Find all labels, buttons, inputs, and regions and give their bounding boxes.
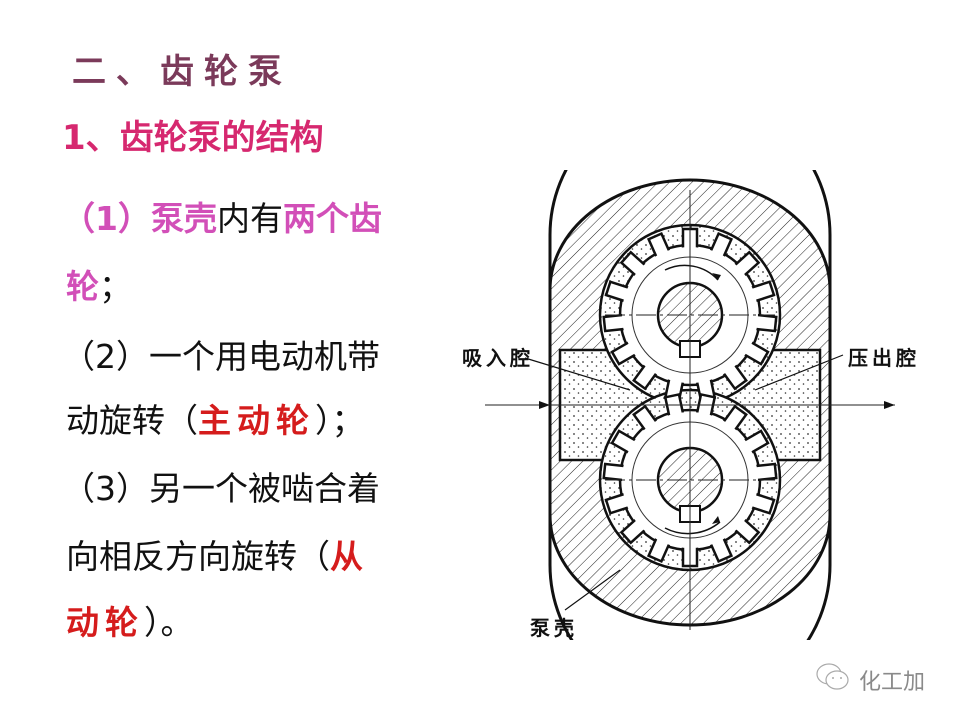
watermark-text: 化工加	[859, 670, 926, 695]
label-inlet-chamber: 吸入腔	[462, 346, 534, 370]
point-2-line-1: （2）一个用电动机带	[62, 330, 380, 378]
highlight-pump-casing: 泵壳	[150, 199, 217, 238]
watermark: 化工加	[815, 662, 925, 698]
label-outlet-chamber: 压出腔	[848, 346, 920, 370]
point-2-text: 一个用电动机带	[149, 337, 380, 376]
point-1-line-1: （1）泵壳内有两个齿	[62, 192, 382, 240]
gear-pump-diagram	[455, 93, 925, 707]
highlight-driven-gear-2: 动轮	[66, 603, 144, 642]
point-2-text-post: ）；	[315, 401, 365, 440]
point-2-prefix: （2）	[62, 337, 149, 376]
label-pump-casing: 泵壳	[530, 616, 578, 640]
subtitle: 1、齿轮泵的结构	[62, 118, 324, 158]
point-1-line-2: 轮；	[66, 260, 132, 308]
semicolon: ；	[99, 267, 132, 306]
point-3-line-3: 动轮）。	[66, 596, 194, 644]
wechat-icon	[815, 662, 851, 698]
point-3-prefix: （3）	[62, 469, 149, 508]
point-3-text-post: ）。	[144, 603, 194, 642]
point-3-line-2: 向相反方向旋转（从	[66, 530, 369, 578]
point-1-prefix: （1）	[62, 199, 151, 238]
text-inside: 内有	[216, 199, 283, 238]
point-2-text-pre: 动旋转（	[66, 401, 198, 440]
highlight-driving-gear: 主动轮	[198, 401, 315, 440]
point-2-line-2: 动旋转（主动轮）；	[66, 394, 365, 442]
highlight-driven-gear-1: 从	[330, 537, 369, 576]
point-3-text: 另一个被啮合着	[149, 469, 380, 508]
highlight-gear: 轮	[66, 267, 99, 306]
section-title: 二、齿轮泵	[72, 52, 292, 92]
point-3-text-pre: 向相反方向旋转（	[66, 537, 330, 576]
highlight-two-gears: 两个齿	[282, 199, 382, 238]
point-3-line-1: （3）另一个被啮合着	[62, 462, 380, 510]
